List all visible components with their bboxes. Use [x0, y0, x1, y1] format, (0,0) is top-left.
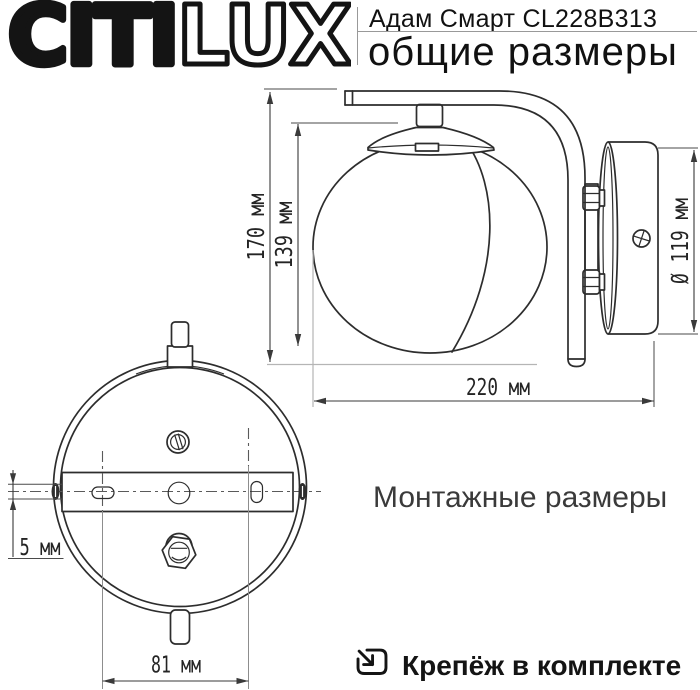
center-hole [167, 481, 191, 505]
dim-slot-offset: 5 мм [8, 470, 64, 561]
header-vertical-divider [357, 7, 358, 65]
wall-arm [344, 90, 586, 368]
dim-label-total-depth: 220 мм [466, 375, 530, 401]
logo-solid-part: CITI [8, 0, 177, 78]
bracket-bolt-top [582, 185, 606, 211]
plate-screw-icon [632, 229, 651, 248]
back-view-drawing [8, 321, 321, 689]
top-screw [166, 430, 190, 454]
dim-label-total-height: 170 мм [244, 193, 270, 260]
sphere-seam [451, 141, 491, 353]
shade-cap [367, 126, 495, 156]
logo-text: CITILUX [8, 0, 351, 78]
top-stem [166, 321, 194, 368]
keyhole-slot-right [250, 480, 264, 504]
edge-slot-left [51, 483, 60, 500]
dim-total-depth: 220 мм [314, 375, 654, 405]
bottom-stem [169, 609, 191, 645]
hardware-included-icon [356, 648, 388, 675]
edge-slot-right [298, 483, 307, 500]
header-horizontal-divider [357, 31, 697, 32]
citilux-logo: CITILUX [6, 0, 351, 78]
back-view-dimensions: 5 мм 81 мм [8, 470, 249, 685]
toggle-gland [161, 532, 197, 570]
dim-shade-height: 139 мм [272, 124, 302, 346]
mounting-title: Монтажные размеры [373, 481, 668, 514]
hardware-included-note: Крепёж в комплекте [402, 650, 682, 681]
dim-label-slot-offset: 5 мм [20, 535, 61, 561]
keyhole-slot-left [91, 486, 115, 500]
side-view-drawing [312, 90, 659, 368]
dim-label-shade-height: 139 мм [272, 201, 298, 268]
dim-plate-diameter: Ø 119 мм [668, 150, 698, 332]
dim-label-plate-diameter: Ø 119 мм [668, 198, 694, 284]
connector-stem [415, 103, 444, 128]
arrow-into-box [357, 649, 375, 667]
section-title: общие размеры [368, 30, 678, 74]
side-view-dimensions: 170 мм 139 мм Ø 119 мм 220 мм [244, 88, 698, 407]
logo-outline-part: LUX [177, 0, 351, 78]
dim-total-height: 170 мм [244, 92, 274, 362]
dim-hole-spacing: 81 мм [102, 653, 249, 685]
cap-clip [414, 142, 440, 152]
dim-label-hole-spacing: 81 мм [151, 653, 201, 679]
wall-plate [597, 141, 659, 335]
bracket-bolt-bottom [582, 269, 606, 295]
glass-sphere [312, 140, 548, 354]
model-name: Адам Смарт CL228B313 [369, 5, 658, 33]
